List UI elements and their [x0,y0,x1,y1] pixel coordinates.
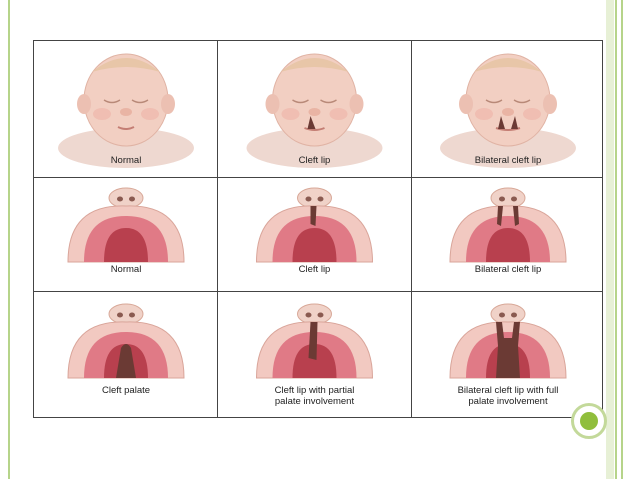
figure-cell-2-3: Bilateral cleft lip [412,178,604,291]
figure-caption-line: Cleft lip with partial [274,385,355,396]
baby-face-illustration [440,53,576,168]
palate-illustration [67,187,185,263]
figure-caption: Cleft lip [298,155,331,166]
figure-cell-1-1: Normal [35,42,217,177]
right-decorative-rule [615,0,617,479]
figure-caption: Normal [110,155,142,166]
right-decorative-rule-outer [621,0,623,479]
palate-illustration [449,187,567,263]
figure-caption-line: Bilateral cleft lip with full [457,385,559,396]
figure-cell-2-1: Normal [35,178,217,291]
figure-cell-1-2: Cleft lip [218,42,411,177]
figure-cell-2-2: Cleft lip [218,178,411,291]
figure-caption: Bilateral cleft lip [474,264,542,275]
right-decorative-bar [606,0,614,479]
figure-caption: Cleft lip [298,264,331,275]
figure-caption: Bilateral cleft lip [474,155,542,166]
left-decorative-rule [8,0,10,479]
grid-column-divider [411,41,412,417]
figure-caption: Cleft palate [101,385,151,396]
baby-face-illustration [246,53,383,168]
figure-caption-line: palate involvement [468,396,548,407]
figure-caption: Normal [110,264,142,275]
baby-face-illustration [58,53,194,168]
figure-cell-1-3: Bilateral cleft lip [412,42,604,177]
palate-illustration [449,303,567,379]
grid-row-divider [34,177,602,178]
grid-column-divider [217,41,218,417]
ornament-dot [580,412,598,430]
figure-caption-line: palate involvement [274,396,355,407]
grid-row-divider [34,291,602,292]
slide-corner-ornament [571,403,607,439]
palate-illustration [255,303,374,379]
palate-illustration [67,303,185,379]
figure-cell-3-1: Cleft palate [35,292,217,419]
palate-illustration [255,187,374,263]
